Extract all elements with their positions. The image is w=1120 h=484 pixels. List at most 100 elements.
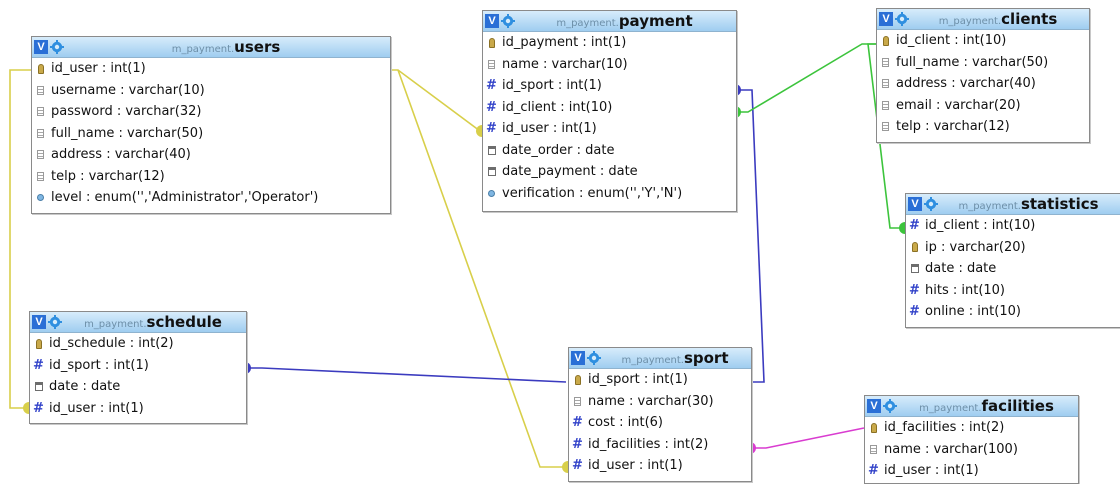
view-icon[interactable]: V	[908, 197, 922, 211]
column-row[interactable]: id_client : int(10)	[877, 30, 1089, 52]
enum-field-icon	[487, 188, 496, 199]
number-field-icon: #	[868, 463, 879, 479]
number-field-icon: #	[486, 121, 497, 137]
db-prefix: m_payment.	[171, 44, 235, 55]
column-row[interactable]: #id_sport : int(1)	[483, 75, 736, 97]
column-label: date : date	[925, 261, 997, 277]
gear-icon[interactable]	[501, 14, 515, 28]
column-row[interactable]: name : varchar(30)	[569, 391, 751, 413]
gear-icon[interactable]	[587, 351, 601, 365]
view-icon[interactable]: V	[32, 315, 46, 329]
text-field-icon	[36, 85, 45, 96]
db-prefix: m_payment.	[938, 16, 1002, 27]
column-row[interactable]: address : varchar(40)	[32, 144, 390, 166]
primary-key-icon	[36, 63, 45, 74]
view-icon[interactable]: V	[571, 351, 585, 365]
column-row[interactable]: ip : varchar(20)	[906, 237, 1120, 259]
primary-key-icon	[881, 35, 890, 46]
column-label: address : varchar(40)	[51, 147, 191, 163]
table-title: m_payment.payment	[515, 12, 734, 30]
gear-icon[interactable]	[895, 12, 909, 26]
column-row[interactable]: date : date	[906, 258, 1120, 280]
column-row[interactable]: verification : enum('','Y','N')	[483, 183, 736, 205]
table-title: m_payment.users	[64, 38, 388, 56]
column-row[interactable]: # id_user : int(1)	[865, 460, 1078, 482]
column-row[interactable]: level : enum('','Administrator','Operato…	[32, 187, 390, 209]
column-row[interactable]: #id_facilities : int(2)	[569, 434, 751, 456]
column-row[interactable]: #id_user : int(1)	[569, 455, 751, 477]
column-row[interactable]: password : varchar(32)	[32, 101, 390, 123]
column-row[interactable]: username : varchar(10)	[32, 80, 390, 102]
column-row[interactable]: full_name : varchar(50)	[32, 123, 390, 145]
column-label: password : varchar(32)	[51, 104, 202, 120]
column-row[interactable]: id_schedule : int(2)	[30, 333, 246, 355]
column-row[interactable]: name : varchar(100)	[865, 439, 1078, 461]
number-field-icon: #	[486, 99, 497, 115]
column-row[interactable]: #id_client : int(10)	[906, 215, 1120, 237]
table-name: sport	[683, 349, 729, 367]
column-row[interactable]: #hits : int(10)	[906, 280, 1120, 302]
gear-icon[interactable]	[924, 197, 938, 211]
column-row[interactable]: id_facilities : int(2)	[865, 417, 1078, 439]
view-icon[interactable]: V	[867, 399, 881, 413]
relation-line-clients-payment	[735, 43, 876, 113]
gear-icon[interactable]	[883, 399, 897, 413]
column-row[interactable]: name : varchar(10)	[483, 54, 736, 76]
relation-line-payment-sport	[735, 89, 765, 383]
relation-line-schedule-sport	[245, 367, 567, 383]
column-row[interactable]: #id_client : int(10)	[483, 97, 736, 119]
column-label: full_name : varchar(50)	[896, 54, 1049, 70]
column-row[interactable]: #id_user : int(1)	[30, 398, 246, 420]
column-row[interactable]: #id_user : int(1)	[483, 118, 736, 140]
gear-icon[interactable]	[50, 40, 64, 54]
column-row[interactable]: full_name : varchar(50)	[877, 52, 1089, 74]
column-label: verification : enum('','Y','N')	[502, 185, 683, 201]
number-field-icon: #	[33, 400, 44, 416]
column-label: id_sport : int(1)	[49, 357, 149, 373]
column-row[interactable]: date : date	[30, 376, 246, 398]
column-row[interactable]: id_user : int(1)	[32, 58, 390, 80]
column-row[interactable]: telp : varchar(12)	[877, 116, 1089, 138]
number-field-icon: #	[909, 304, 920, 320]
primary-key-icon	[34, 338, 43, 349]
text-field-icon	[881, 57, 890, 68]
column-row[interactable]: #cost : int(6)	[569, 412, 751, 434]
column-row[interactable]: address : varchar(40)	[877, 73, 1089, 95]
column-label: id_schedule : int(2)	[49, 336, 174, 352]
column-label: id_sport : int(1)	[588, 372, 688, 388]
primary-key-icon	[573, 374, 582, 385]
view-icon[interactable]: V	[485, 14, 499, 28]
column-label: id_user : int(1)	[884, 463, 979, 479]
column-label: address : varchar(40)	[896, 76, 1036, 92]
column-label: id_facilities : int(2)	[884, 420, 1005, 436]
date-field-icon	[34, 381, 43, 392]
column-row[interactable]: telp : varchar(12)	[32, 166, 390, 188]
view-icon[interactable]: V	[34, 40, 48, 54]
column-row[interactable]: #id_sport : int(1)	[30, 355, 246, 377]
column-row[interactable]: date_order : date	[483, 140, 736, 162]
column-row[interactable]: #online : int(10)	[906, 301, 1120, 323]
column-row[interactable]: date_payment : date	[483, 161, 736, 183]
db-prefix: m_payment.	[919, 403, 982, 414]
gear-icon[interactable]	[48, 315, 62, 329]
number-field-icon: #	[909, 218, 920, 234]
column-row[interactable]: id_payment : int(1)	[483, 32, 736, 54]
column-row[interactable]: email : varchar(20)	[877, 95, 1089, 117]
column-row[interactable]: id_sport : int(1)	[569, 369, 751, 391]
date-field-icon	[487, 145, 496, 156]
view-icon[interactable]: V	[879, 12, 893, 26]
